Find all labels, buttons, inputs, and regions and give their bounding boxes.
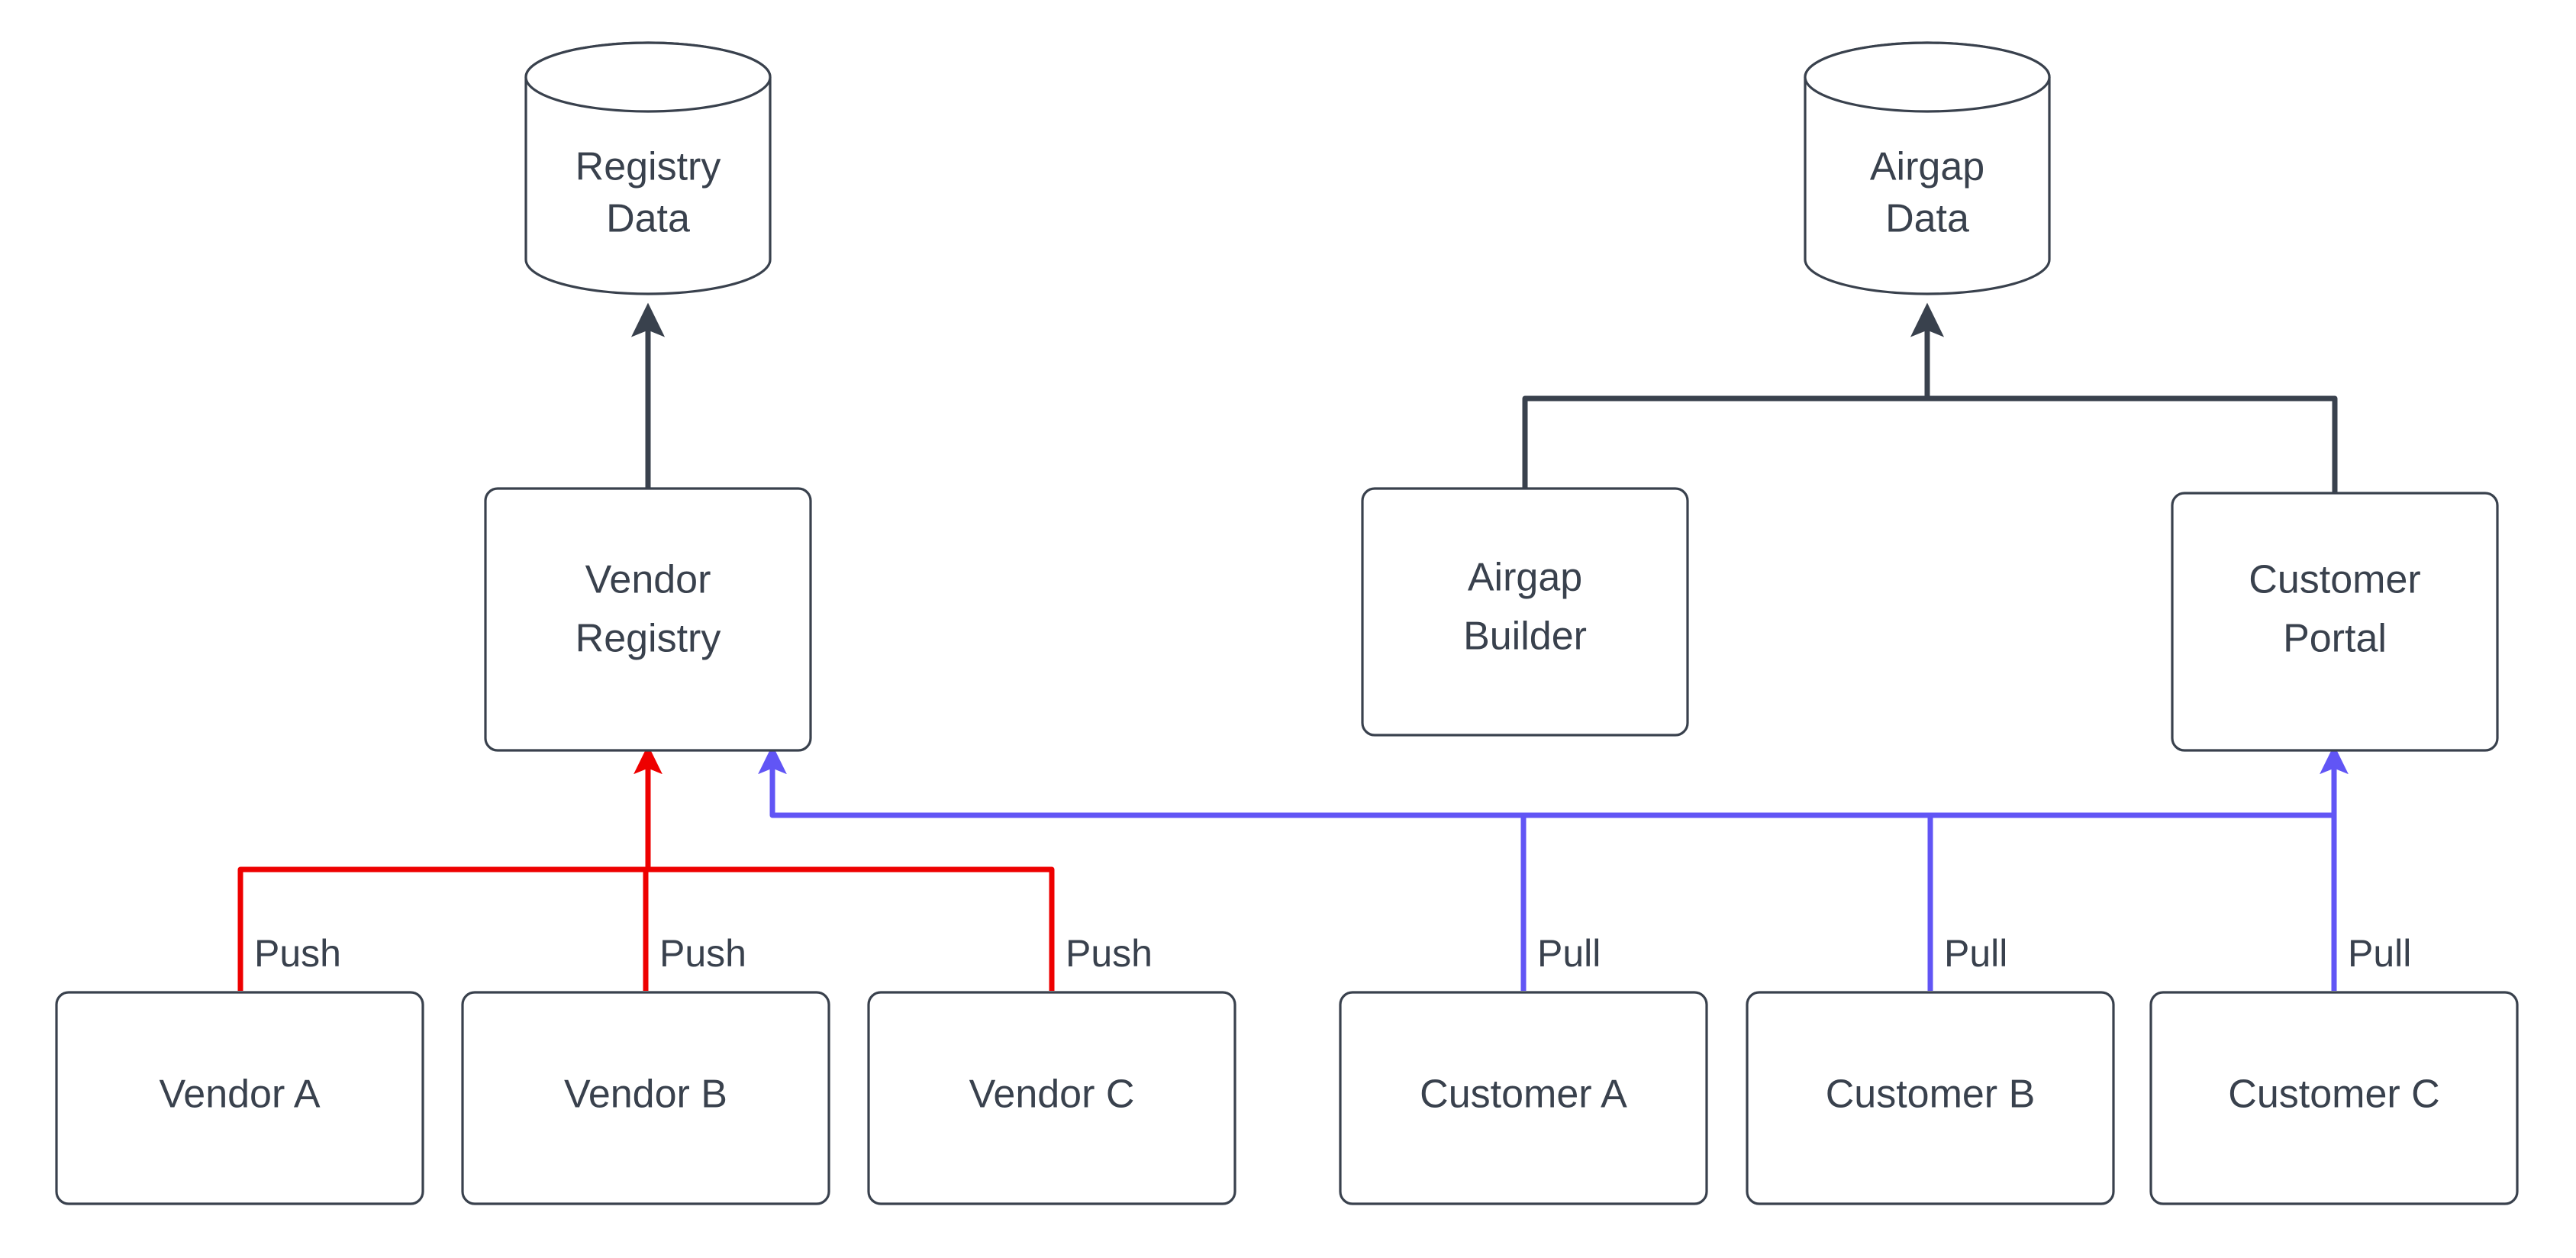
registry-data-label-line1: Registry: [575, 145, 721, 189]
node-customer-b[interactable]: Customer B: [1746, 991, 2115, 1205]
node-vendor-a[interactable]: Vendor A: [55, 991, 424, 1205]
vendor-a-label: Vendor A: [159, 1073, 320, 1117]
airgap-data-cylinder-top: [1804, 41, 2051, 113]
airgap-data-label-line2: Data: [1885, 197, 1969, 241]
node-airgap-builder[interactable]: Airgap Builder: [1361, 487, 1689, 737]
node-customer-portal[interactable]: Customer Portal: [2171, 492, 2499, 752]
customer-a-box: [1339, 991, 1708, 1205]
airgap-builder-label-line2: Builder: [1463, 614, 1587, 659]
vendor-b-label: Vendor B: [564, 1073, 727, 1117]
node-vendor-c[interactable]: Vendor C: [867, 991, 1236, 1205]
edge-label-vendor-c-push: Push: [1066, 932, 1153, 975]
customer-b-label: Customer B: [1826, 1073, 2036, 1117]
edge-airgap-builder-to-airgap-data: [1522, 395, 1927, 489]
edge-label-customer-c-pull: Pull: [2348, 932, 2411, 975]
node-customer-c[interactable]: Customer C: [2149, 991, 2519, 1205]
customer-portal-label-line2: Portal: [2283, 617, 2387, 661]
vendor-a-box: [55, 991, 424, 1205]
customer-c-label: Customer C: [2228, 1073, 2439, 1117]
edge-label-customer-b-pull: Pull: [1944, 932, 2007, 975]
airgap-builder-box: [1361, 487, 1689, 737]
vendor-registry-label-line1: Vendor: [585, 558, 711, 602]
vendor-registry-label-line2: Registry: [575, 617, 721, 661]
airgap-data-label-line1: Airgap: [1870, 145, 1984, 189]
registry-data-cylinder-top: [524, 41, 772, 113]
edge-pull-bus-to-vendor-registry: [758, 744, 2334, 818]
node-customer-a[interactable]: Customer A: [1339, 991, 1708, 1205]
edge-vendor-a-push: [237, 866, 648, 991]
customer-c-box: [2149, 991, 2519, 1205]
edge-label-vendor-a-push: Push: [254, 932, 341, 975]
vendor-b-box: [461, 991, 830, 1205]
node-airgap-data[interactable]: Airgap Data: [1804, 41, 2051, 295]
edge-label-vendor-b-push: Push: [659, 932, 746, 975]
airgap-builder-label-line1: Airgap: [1468, 556, 1582, 600]
customer-b-box: [1746, 991, 2115, 1205]
edge-customer-portal-to-airgap-data: [1927, 395, 2338, 493]
node-vendor-b[interactable]: Vendor B: [461, 991, 830, 1205]
customer-portal-box: [2171, 492, 2499, 752]
node-vendor-registry[interactable]: Vendor Registry: [484, 487, 812, 752]
vendor-c-label: Vendor C: [969, 1073, 1135, 1117]
vendor-c-box: [867, 991, 1236, 1205]
registry-data-label-line2: Data: [606, 197, 690, 241]
customer-portal-label-line1: Customer: [2249, 558, 2420, 602]
vendor-registry-box: [484, 487, 812, 752]
node-registry-data[interactable]: Registry Data: [524, 41, 772, 295]
customer-a-label: Customer A: [1420, 1073, 1627, 1117]
edge-vendor-c-push: [648, 866, 1055, 991]
edge-label-customer-a-pull: Pull: [1537, 932, 1601, 975]
